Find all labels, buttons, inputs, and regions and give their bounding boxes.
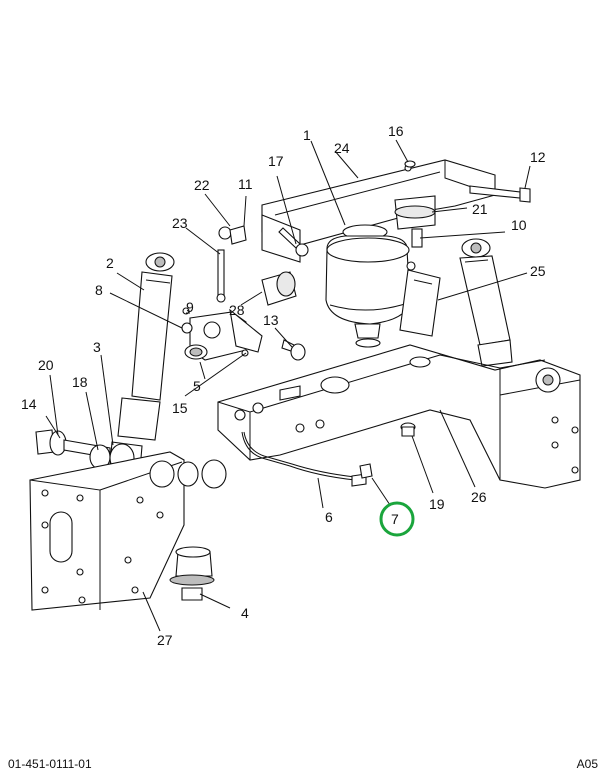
shock-upper-mount xyxy=(394,195,491,258)
callout-8[interactable]: 8 xyxy=(95,282,103,298)
bolt-16 xyxy=(404,160,416,168)
callout-20[interactable]: 20 xyxy=(38,357,54,373)
right-shock xyxy=(459,255,513,367)
callout-15[interactable]: 15 xyxy=(172,400,188,416)
callout-21[interactable]: 21 xyxy=(472,201,488,217)
jounce-bumper xyxy=(169,546,215,601)
suspension-illustration xyxy=(29,159,581,611)
document-number: 01-451-0111-01 xyxy=(8,757,92,771)
frame-bracket xyxy=(29,451,185,611)
callout-labels: 1 2 3 4 5 6 7 8 9 10 11 12 13 14 15 16 1… xyxy=(21,123,546,648)
height-control-valve xyxy=(181,225,263,361)
revision-code: A05 xyxy=(576,757,598,771)
callout-19[interactable]: 19 xyxy=(429,496,445,512)
callout-11[interactable]: 11 xyxy=(238,176,253,192)
upper-bracket xyxy=(261,159,496,263)
callout-23[interactable]: 23 xyxy=(172,215,188,231)
callout-12[interactable]: 12 xyxy=(530,149,546,165)
callout-25[interactable]: 25 xyxy=(530,263,546,279)
callout-26[interactable]: 26 xyxy=(471,489,487,505)
callout-2[interactable]: 2 xyxy=(106,255,114,271)
air-spring xyxy=(325,224,416,348)
callout-6[interactable]: 6 xyxy=(325,509,333,525)
callout-13[interactable]: 13 xyxy=(263,312,279,328)
callout-22[interactable]: 22 xyxy=(194,177,210,193)
long-bolt xyxy=(469,185,531,203)
callout-4[interactable]: 4 xyxy=(241,605,249,621)
nut-13 xyxy=(281,339,306,361)
callout-28[interactable]: 28 xyxy=(229,302,245,318)
callout-3[interactable]: 3 xyxy=(93,339,101,355)
callout-18[interactable]: 18 xyxy=(72,374,88,390)
air-line xyxy=(241,431,373,487)
bushing xyxy=(261,271,297,306)
trailing-arm xyxy=(217,344,581,489)
bolt-17 xyxy=(278,227,309,257)
callout-27[interactable]: 27 xyxy=(157,632,173,648)
leader-lines xyxy=(45,139,531,632)
left-shock xyxy=(109,252,175,471)
callout-17[interactable]: 17 xyxy=(268,153,284,169)
callout-16[interactable]: 16 xyxy=(388,123,404,139)
spring-bracket xyxy=(399,269,441,337)
highlight-ring xyxy=(379,501,415,537)
callout-7[interactable]: 7 xyxy=(391,511,399,527)
callout-10[interactable]: 10 xyxy=(511,217,527,233)
callout-5[interactable]: 5 xyxy=(193,378,201,394)
callout-9[interactable]: 9 xyxy=(186,299,194,315)
bracket-bolts xyxy=(149,459,227,489)
nut-19 xyxy=(400,422,416,437)
callout-1[interactable]: 1 xyxy=(303,127,311,143)
callout-24[interactable]: 24 xyxy=(334,140,350,156)
callout-14[interactable]: 14 xyxy=(21,396,37,412)
